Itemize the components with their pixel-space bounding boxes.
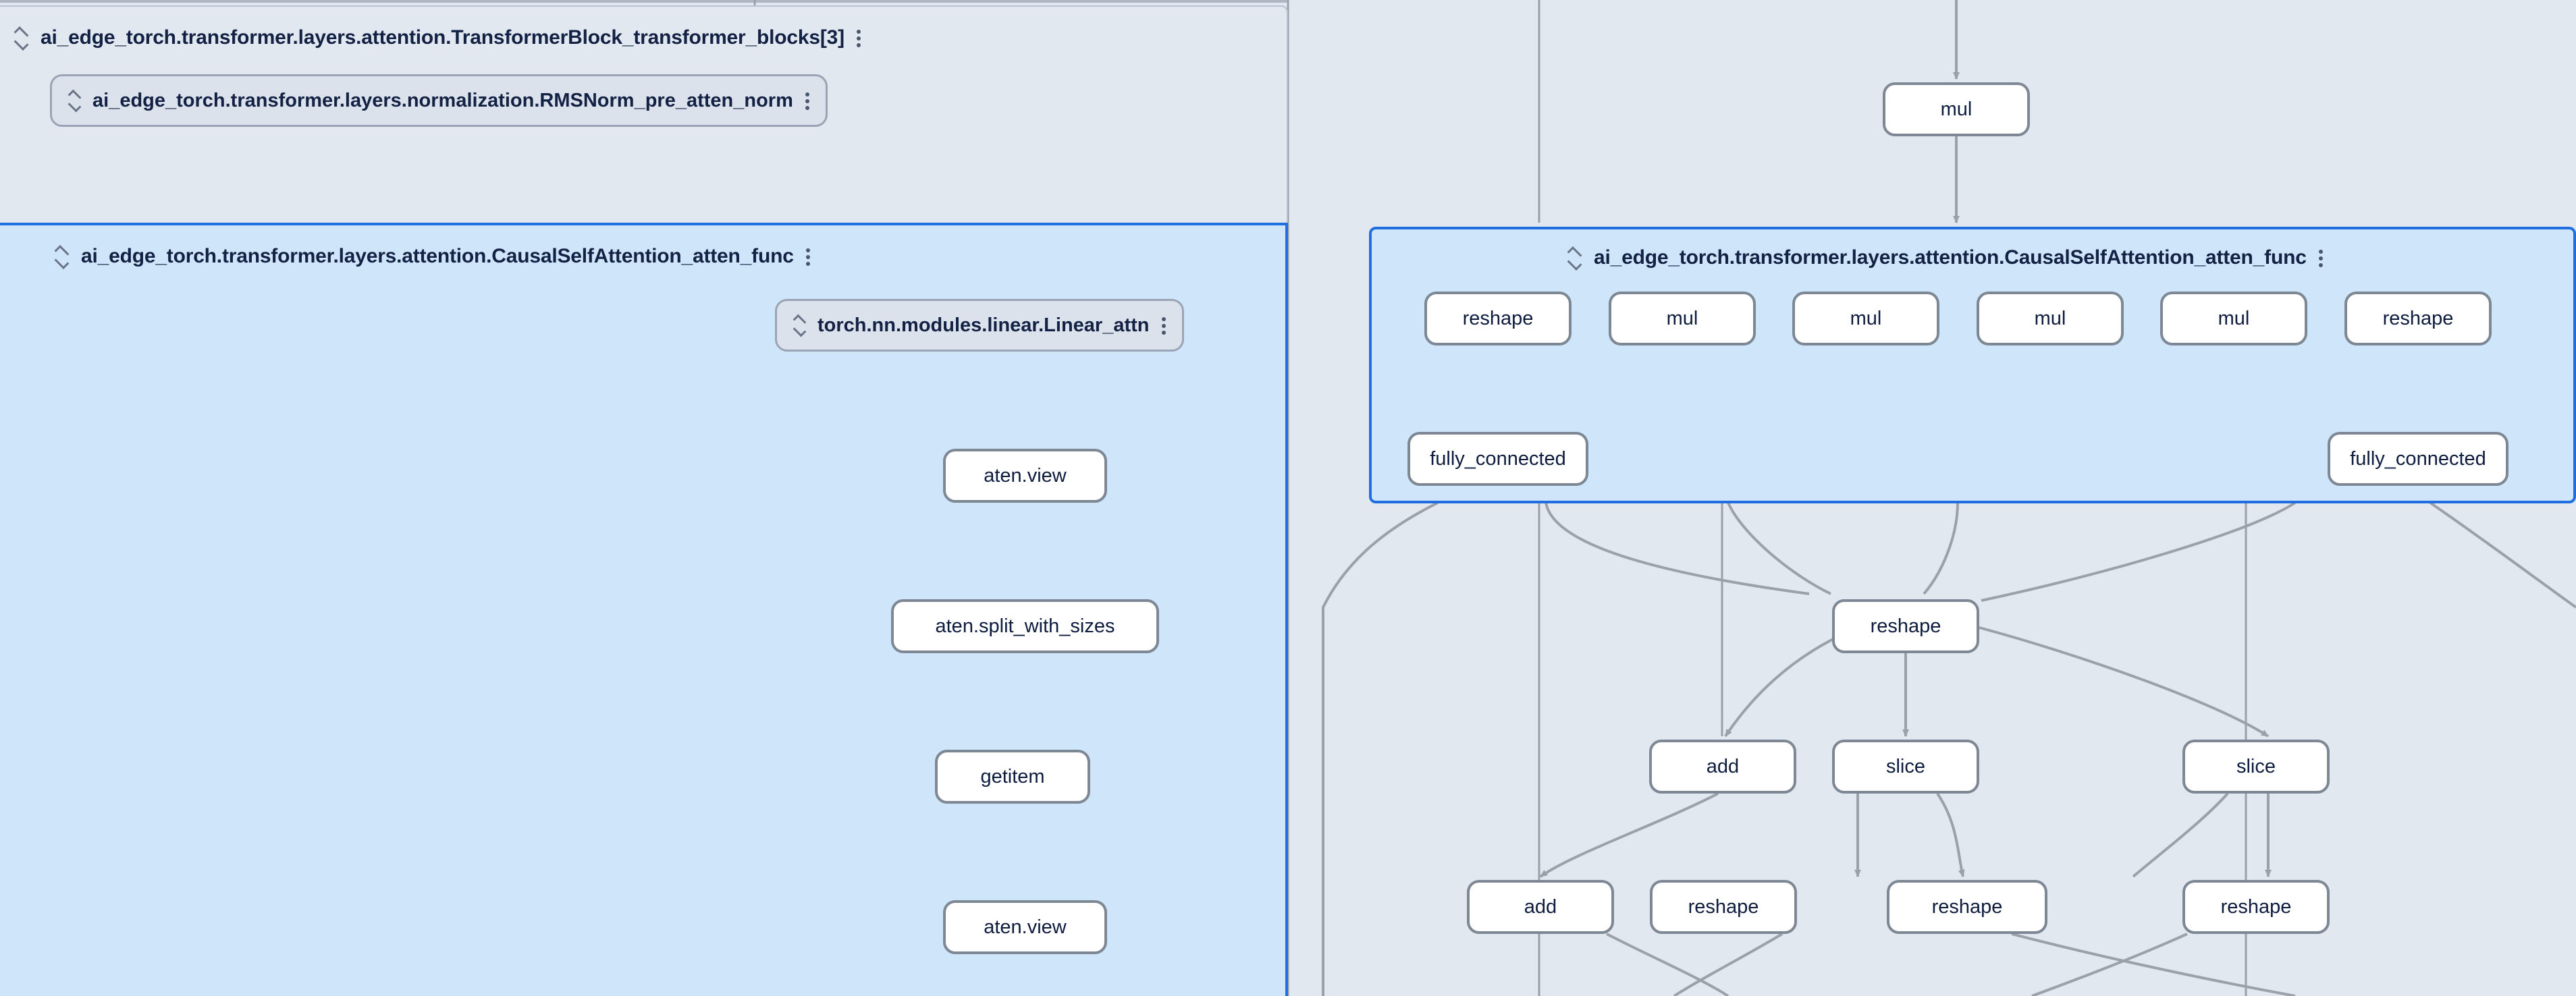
op-node-label: mul <box>1940 98 1973 120</box>
op-node[interactable]: slice <box>1832 740 1979 794</box>
op-node[interactable]: add <box>1467 880 1614 934</box>
panel-top-divider <box>0 0 1288 3</box>
expand-collapse-icon[interactable] <box>790 313 808 337</box>
group-causal-self-attention-left-label: ai_edge_torch.transformer.layers.attenti… <box>81 245 794 267</box>
op-node[interactable]: aten.split_with_sizes <box>891 599 1159 653</box>
op-node[interactable]: add <box>1649 740 1796 794</box>
op-node-label: reshape <box>2220 895 2292 918</box>
node-linear-attn-label: torch.nn.modules.linear.Linear_attn <box>817 314 1150 336</box>
expand-collapse-icon[interactable] <box>1564 246 1584 269</box>
op-node[interactable]: reshape <box>1424 292 1572 345</box>
more-options-icon[interactable] <box>805 245 813 268</box>
more-options-icon[interactable] <box>2318 246 2326 269</box>
op-node[interactable]: aten.view <box>943 449 1107 503</box>
op-node[interactable]: mul <box>1883 82 2030 136</box>
more-options-icon[interactable] <box>856 26 863 49</box>
op-node-label: mul <box>1666 307 1698 329</box>
expand-collapse-icon[interactable] <box>51 245 72 268</box>
node-linear-attn[interactable]: torch.nn.modules.linear.Linear_attn <box>775 299 1184 352</box>
op-node[interactable]: mul <box>1609 292 1756 345</box>
op-node[interactable]: getitem <box>935 750 1090 804</box>
group-transformer-block-header[interactable]: ai_edge_torch.transformer.layers.attenti… <box>11 19 863 57</box>
op-node-label: fully_connected <box>2350 447 2486 470</box>
more-options-icon[interactable] <box>1161 314 1169 337</box>
group-transformer-block-label: ai_edge_torch.transformer.layers.attenti… <box>41 26 844 49</box>
expand-collapse-icon[interactable] <box>11 26 31 49</box>
op-node-label: aten.split_with_sizes <box>935 615 1115 637</box>
op-node-label: reshape <box>1688 895 1759 918</box>
op-node-label: reshape <box>1870 615 1941 637</box>
op-node[interactable]: reshape <box>1887 880 2047 934</box>
op-node-label: mul <box>1850 307 1882 329</box>
op-node-label: aten.view <box>984 464 1067 487</box>
op-node[interactable]: reshape <box>2182 880 2330 934</box>
op-node-label: mul <box>2218 307 2250 329</box>
group-causal-self-attention-left-header[interactable]: ai_edge_torch.transformer.layers.attenti… <box>51 238 813 275</box>
expand-collapse-icon[interactable] <box>65 88 83 113</box>
group-causal-self-attention-right-label: ai_edge_torch.transformer.layers.attenti… <box>1594 246 2307 269</box>
op-node-label: reshape <box>2382 307 2454 329</box>
op-node[interactable]: reshape <box>1832 599 1979 653</box>
op-node[interactable]: slice <box>2182 740 2330 794</box>
more-options-icon[interactable] <box>805 89 812 112</box>
op-node-label: mul <box>2034 307 2066 329</box>
node-rmsnorm-pre-atten-norm[interactable]: ai_edge_torch.transformer.layers.normali… <box>50 74 828 127</box>
op-node-label: slice <box>1885 755 1925 777</box>
op-node-label: getitem <box>980 765 1045 787</box>
op-node[interactable]: mul <box>1792 292 1939 345</box>
op-node-label: add <box>1524 895 1557 918</box>
op-node-label: reshape <box>1462 307 1534 329</box>
op-node-label: aten.view <box>984 916 1067 938</box>
op-node[interactable]: aten.view <box>943 900 1107 954</box>
op-node-label: reshape <box>1931 895 2003 918</box>
op-node[interactable]: reshape <box>2344 292 2492 345</box>
node-rmsnorm-label: ai_edge_torch.transformer.layers.normali… <box>92 89 793 111</box>
op-node[interactable]: fully_connected <box>2328 432 2508 486</box>
op-node[interactable]: fully_connected <box>1407 432 1588 486</box>
op-node-label: add <box>1706 755 1740 777</box>
op-node[interactable]: mul <box>2160 292 2307 345</box>
group-causal-self-attention-right-header[interactable]: ai_edge_torch.transformer.layers.attenti… <box>1564 239 2326 277</box>
op-node[interactable]: reshape <box>1650 880 1797 934</box>
op-node[interactable]: mul <box>1977 292 2124 345</box>
op-node-label: slice <box>2236 755 2276 777</box>
op-node-label: fully_connected <box>1430 447 1566 470</box>
